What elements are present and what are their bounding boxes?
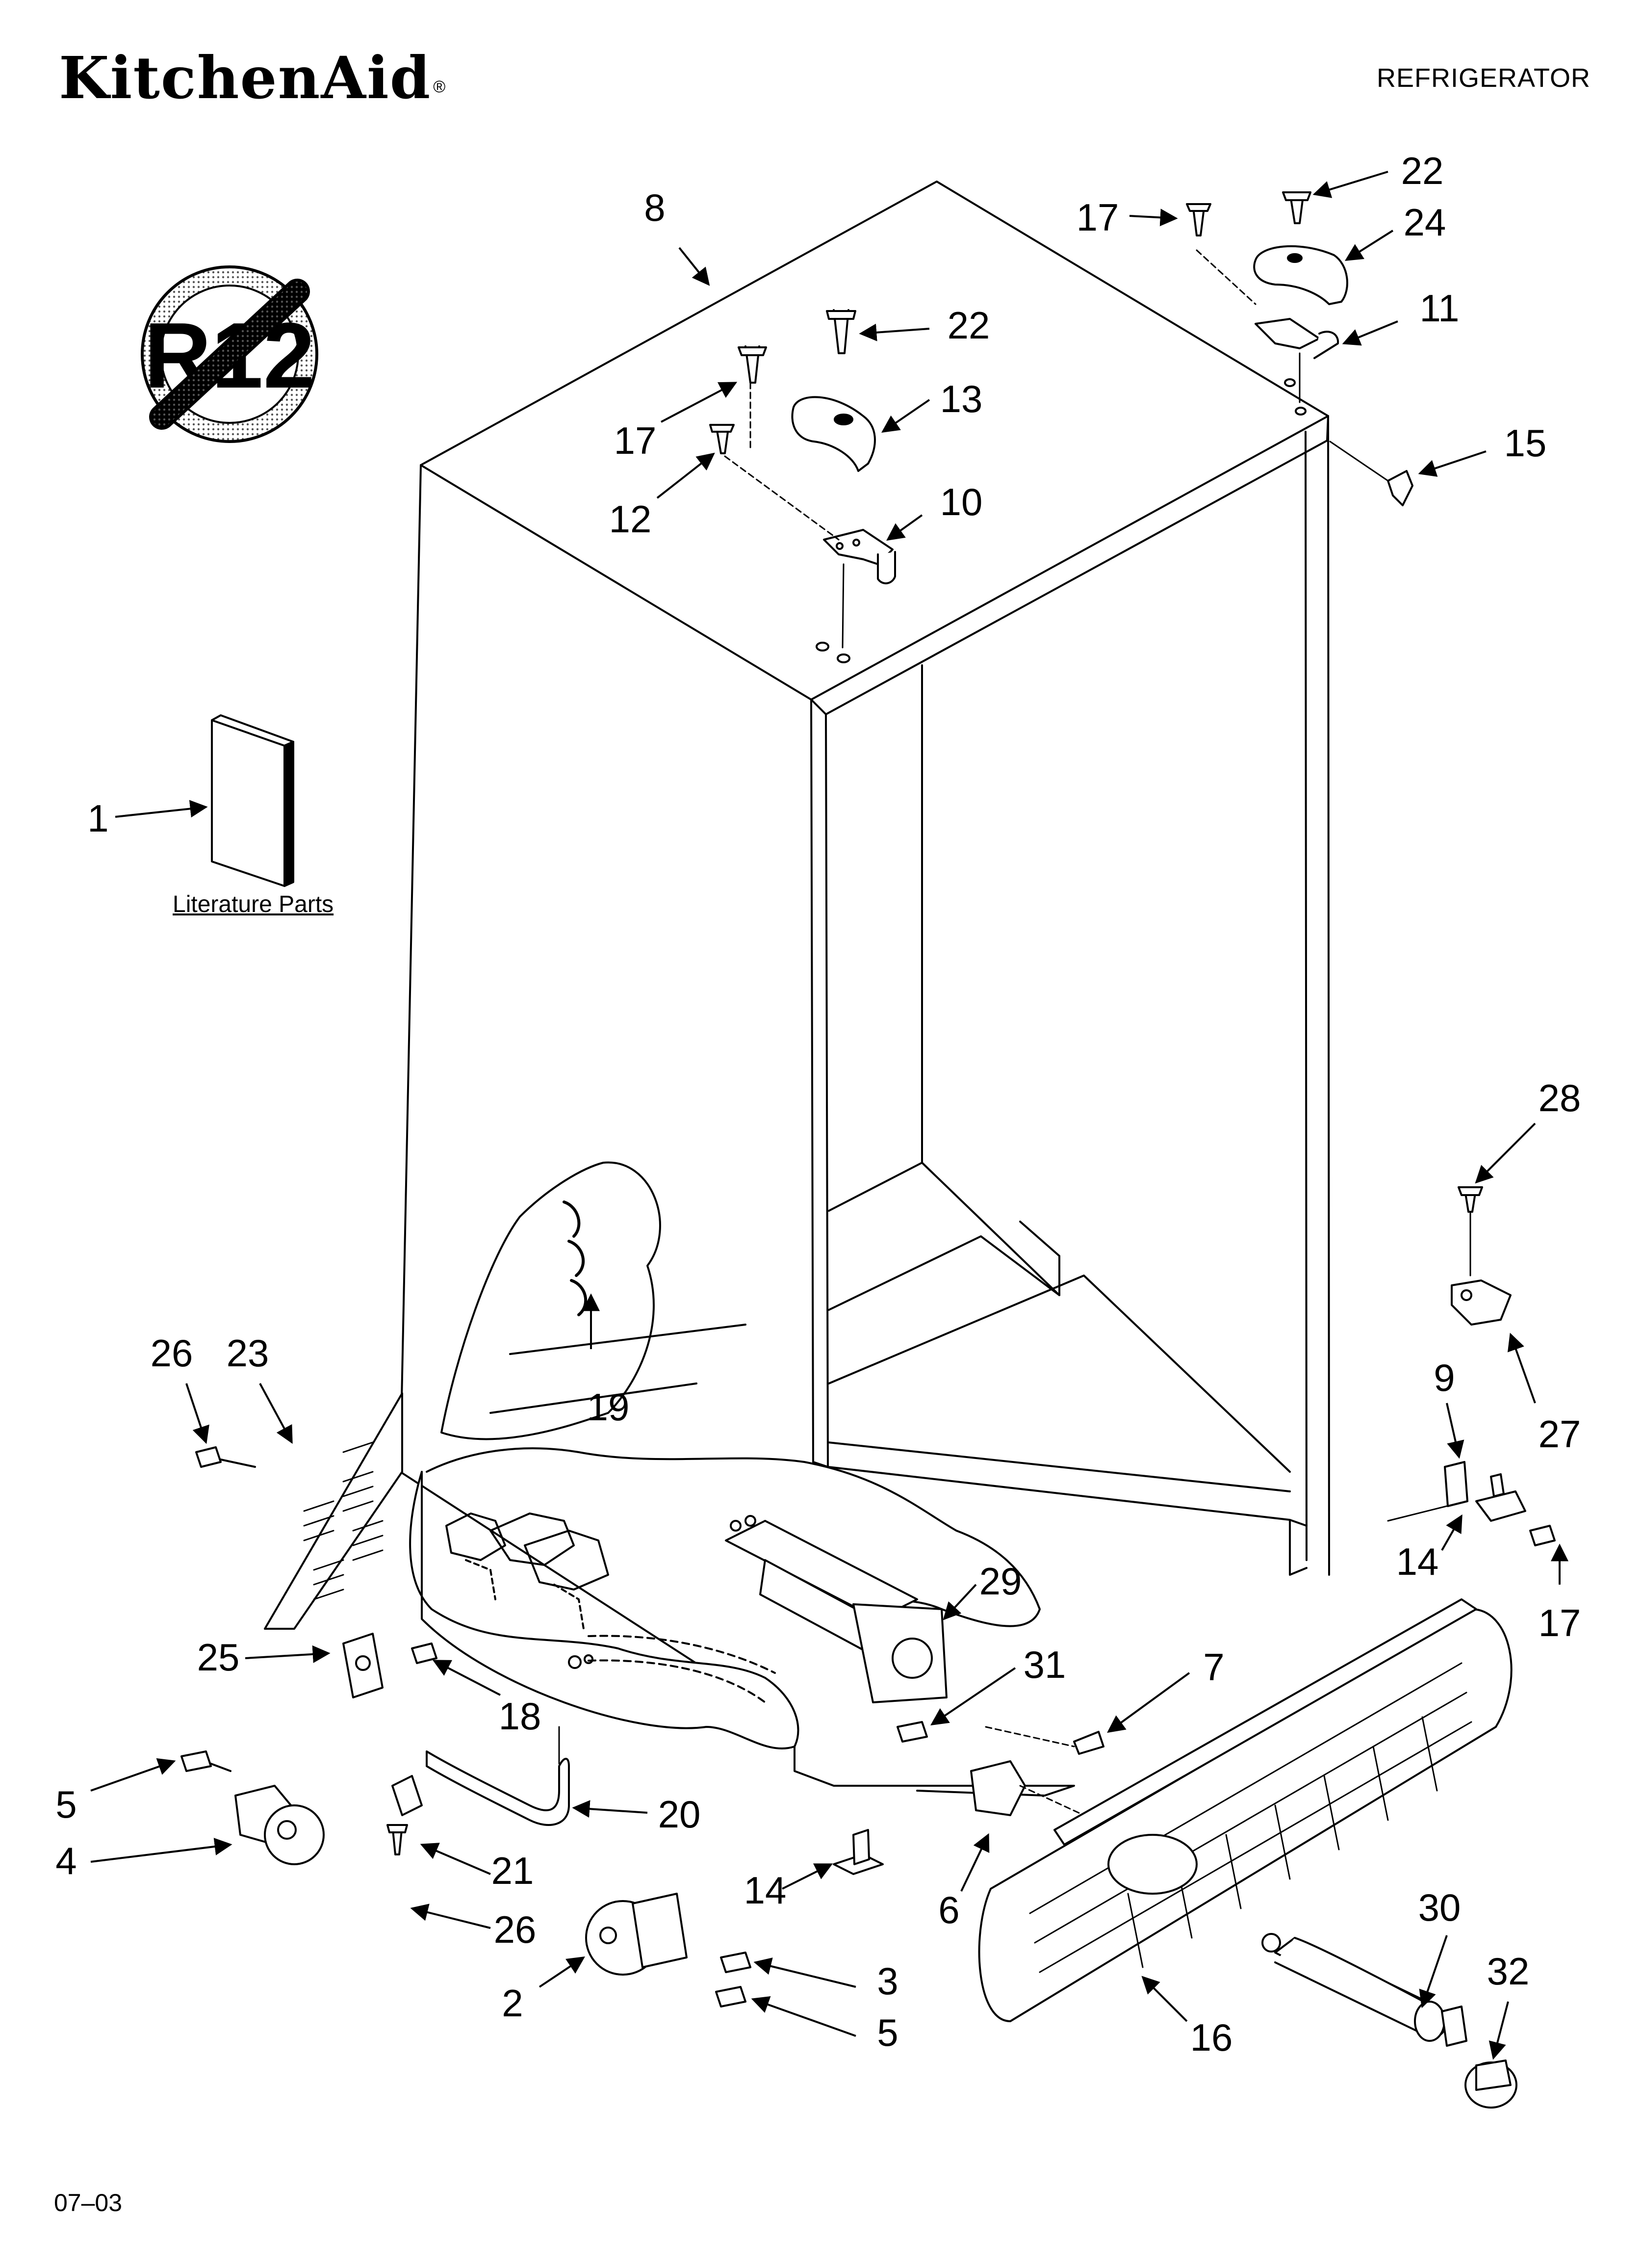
callout-24: 24	[1404, 201, 1446, 244]
callout-13: 13	[940, 377, 983, 420]
callout-19: 19	[587, 1385, 630, 1429]
callout-29: 29	[979, 1560, 1022, 1603]
callout-2: 2	[502, 1981, 523, 2025]
part-31-7-6-fasteners	[897, 1721, 1104, 1816]
callout-20: 20	[658, 1793, 701, 1836]
part-14-clip-bottom	[833, 1829, 884, 1875]
hinge-assembly-left	[709, 309, 896, 663]
callout-17: 17	[1077, 196, 1119, 239]
callout-4: 4	[55, 1839, 77, 1882]
callout-31: 31	[1024, 1643, 1066, 1686]
callout-3: 3	[877, 1959, 898, 2003]
callout-28: 28	[1539, 1076, 1581, 1120]
callout-17: 17	[614, 419, 657, 462]
callout-11: 11	[1420, 287, 1460, 330]
literature-parts-label: Literature Parts	[173, 891, 334, 917]
callout-leaders	[90, 171, 1568, 2060]
callout-32: 32	[1487, 1950, 1530, 1993]
part-30-water-filter	[1261, 1933, 1467, 2047]
callout-10: 10	[940, 480, 983, 523]
callout-25: 25	[197, 1636, 240, 1679]
part-25-bracket	[342, 1633, 437, 1698]
document-type: REFRIGERATOR	[1376, 63, 1591, 93]
callout-26: 26	[151, 1331, 193, 1375]
callout-27: 27	[1539, 1412, 1581, 1456]
callout-8: 8	[644, 186, 665, 229]
callout-5: 5	[877, 2011, 898, 2054]
machine-compartment-cutaway	[409, 1161, 1041, 1750]
callout-22: 22	[948, 304, 990, 347]
footer-date-code: 07–03	[54, 2189, 123, 2216]
callout-26: 26	[494, 1908, 537, 1951]
callout-30: 30	[1418, 1886, 1461, 1929]
r12-prohibited-badge: R12	[141, 265, 318, 443]
callout-21: 21	[491, 1849, 534, 1892]
callout-23: 23	[227, 1331, 269, 1375]
part-29-water-valve-tube	[725, 1515, 948, 1703]
literature-booklet	[211, 714, 294, 887]
callout-6: 6	[938, 1888, 959, 1931]
callout-22: 22	[1401, 149, 1444, 192]
callout-7: 7	[1203, 1645, 1224, 1689]
callout-14: 14	[744, 1869, 787, 1912]
part-2-leveling-leg	[585, 1893, 751, 2007]
callout-9: 9	[1434, 1356, 1455, 1399]
callout-17: 17	[1539, 1601, 1581, 1644]
brand-logo: KitchenAid®	[59, 49, 446, 107]
callout-5: 5	[55, 1783, 77, 1826]
part-20-tube	[386, 1726, 570, 1855]
hinge-assembly-right	[1186, 191, 1348, 416]
callout-14: 14	[1396, 1540, 1439, 1583]
part-16-base-grille	[978, 1598, 1513, 2022]
part-32-filter-cap	[1464, 2059, 1517, 2109]
callout-18: 18	[499, 1694, 541, 1738]
callout-16: 16	[1190, 2016, 1233, 2059]
part-15-clip	[1329, 441, 1413, 506]
callout-15: 15	[1504, 421, 1547, 465]
part-4-roller	[180, 1750, 325, 1865]
part-27-28-bracket	[1451, 1186, 1512, 1326]
part-23-side-panel	[195, 1392, 403, 1630]
brand-name: KitchenAid	[59, 44, 432, 112]
registered-mark: ®	[433, 78, 447, 96]
callout-1: 1	[87, 797, 108, 840]
part-9-14-17-right	[1387, 1461, 1556, 1546]
callout-12: 12	[609, 497, 652, 541]
callout-labels: 8 17 22 24 11 22 13 17 12 10 15 1 28 26 …	[55, 149, 1581, 2059]
